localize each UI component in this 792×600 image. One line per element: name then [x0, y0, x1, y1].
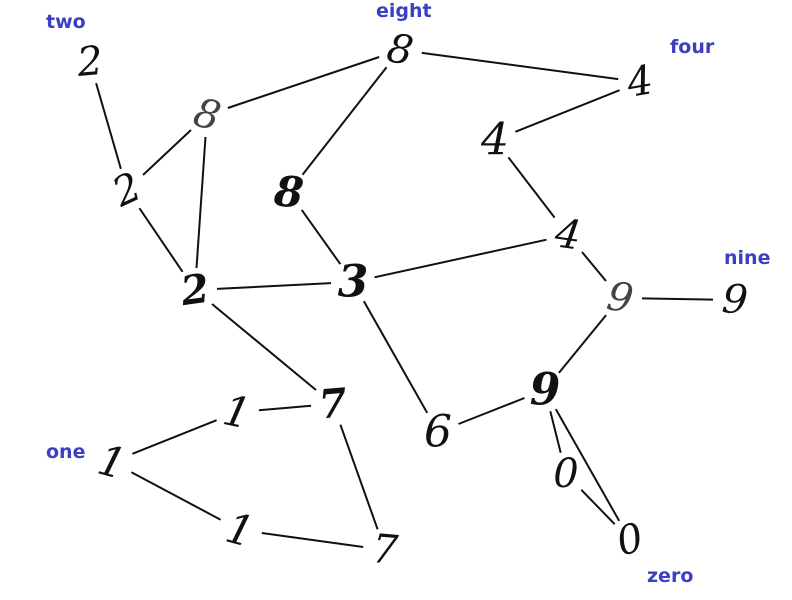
edge-n7a-n7b: [339, 424, 379, 530]
label-one: one: [46, 441, 85, 463]
edge-n8c-n3: [300, 209, 342, 265]
edge-n4a-n4b: [515, 89, 620, 133]
digit-node-n8b: 8: [189, 89, 225, 140]
digit-node-n3: 3: [338, 257, 369, 308]
edge-n1b-n1c: [130, 471, 222, 521]
edge-n9a-n9b: [641, 297, 714, 301]
edges-layer: [95, 51, 714, 548]
digit-node-n8a: 8: [383, 25, 416, 75]
edge-n8a-n4a: [421, 51, 619, 81]
edge-n1c-n7b: [261, 532, 364, 548]
digit-node-n4b: 4: [480, 115, 509, 166]
digit-node-n6: 6: [424, 407, 452, 458]
label-two: two: [46, 11, 86, 33]
digit-node-n1a: 1: [219, 385, 255, 438]
edge-n9c-n0a: [549, 411, 562, 453]
digit-node-n9c: 9: [530, 365, 561, 416]
edge-n8b-n2b: [142, 129, 192, 176]
edge-n2a-n2b: [95, 82, 122, 170]
digit-node-n1b: 1: [93, 435, 132, 489]
digit-node-n9b: 9: [720, 276, 749, 324]
edge-n2b-n2c: [138, 207, 184, 273]
label-zero: zero: [647, 565, 693, 587]
digit-node-n4a: 4: [622, 57, 656, 107]
edge-n9a-n9c: [558, 314, 607, 374]
digit-node-n4c: 4: [551, 210, 584, 259]
edge-n8b-n2c: [195, 136, 207, 269]
label-nine: nine: [724, 247, 770, 269]
edge-n8a-n8c: [301, 66, 388, 176]
edge-n2c-n7a: [211, 303, 317, 391]
label-four: four: [670, 36, 715, 58]
digit-node-n2c: 2: [177, 265, 212, 316]
digit-node-n1c: 1: [221, 503, 260, 557]
edge-n4c-n9a: [581, 251, 607, 282]
digit-node-n0b: 0: [612, 514, 648, 565]
digit-node-n2b: 2: [105, 164, 148, 217]
digit-node-n9a: 9: [603, 273, 636, 323]
edge-n9c-n0b: [554, 408, 621, 522]
edge-n4b-n4c: [507, 156, 556, 219]
edge-n1b-n1a: [132, 419, 217, 455]
digit-node-n2a: 2: [74, 38, 104, 86]
edge-n6-n9c: [458, 397, 525, 425]
digit-node-n7a: 7: [317, 379, 349, 428]
digit-node-n0a: 0: [553, 451, 578, 497]
edge-n2c-n3: [216, 282, 332, 290]
digit-node-n8c: 8: [271, 166, 305, 217]
edge-n3-n6: [362, 300, 429, 414]
label-eight: eight: [376, 0, 432, 22]
digit-node-n7b: 7: [370, 526, 400, 574]
edge-n0a-n0b: [580, 489, 616, 525]
edge-n8b-n8a: [227, 56, 380, 109]
edge-n1a-n7a: [258, 404, 312, 412]
edge-n3-n4c: [374, 238, 547, 279]
